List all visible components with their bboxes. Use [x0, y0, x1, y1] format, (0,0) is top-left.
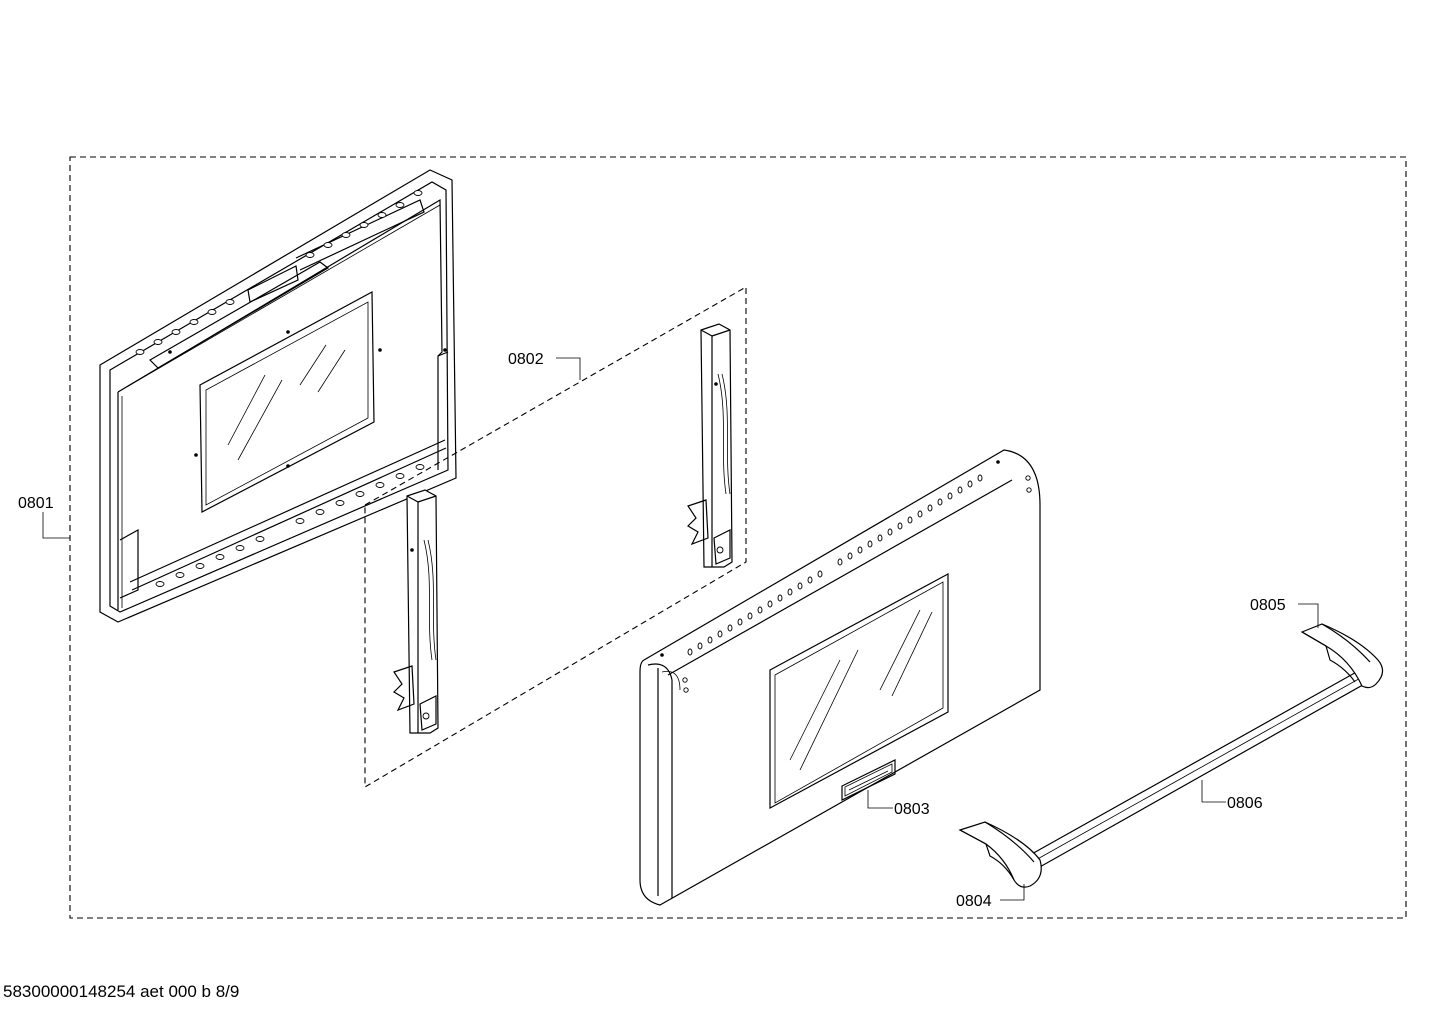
vent-holes-bottom — [155, 464, 425, 587]
brand-logo-plate — [841, 759, 896, 801]
callout-0803: 0803 — [894, 801, 930, 818]
document-code: 58300000148254 aet 000 b 8/9 — [3, 982, 240, 1001]
callout-0802: 0802 — [508, 351, 544, 368]
vent-holes-top — [135, 190, 423, 355]
callout-0801: 0801 — [18, 495, 54, 512]
part-0801-inner-door-panel — [99, 169, 457, 623]
leader-lines — [42, 357, 1319, 901]
assembly-boundary — [69, 156, 1407, 919]
part-0806-handle-bar — [1029, 669, 1369, 869]
hinge-group-boundary — [364, 286, 747, 788]
part-0802-hinge-left — [393, 489, 439, 734]
part-0804-handle-mount-left — [958, 821, 1042, 888]
callout-0806: 0806 — [1227, 795, 1263, 812]
part-0802-hinge-right — [687, 323, 733, 568]
part-0805-handle-mount-right — [1300, 623, 1384, 689]
vent-slots-top — [687, 474, 983, 656]
callout-0804: 0804 — [956, 893, 992, 910]
part-0803-outer-door — [639, 449, 1041, 906]
callout-0805: 0805 — [1250, 597, 1286, 614]
